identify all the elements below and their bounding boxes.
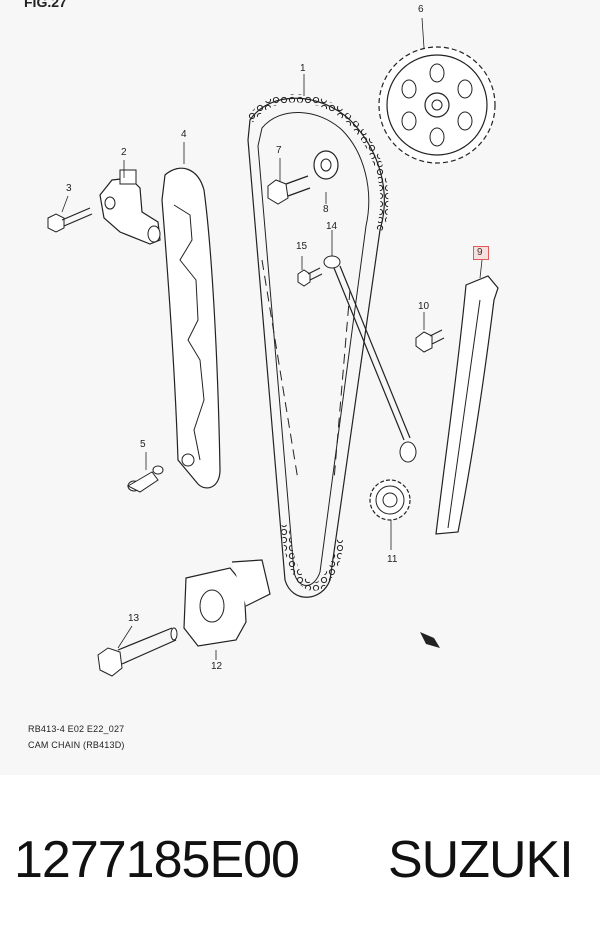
chain-guide-9 — [435, 275, 499, 535]
callout-11: 11 — [387, 554, 398, 565]
callout-8: 8 — [323, 204, 329, 215]
part-number: 1277185E00 — [14, 831, 300, 889]
crank-sprocket-11 — [369, 479, 411, 521]
bolt-7 — [267, 175, 311, 205]
callout-15: 15 — [296, 241, 308, 252]
callout-9-highlight — [473, 246, 489, 260]
tensioner-housing-12 — [183, 559, 271, 647]
cam-sprocket-6 — [378, 46, 496, 164]
diagram-title: CAM CHAIN (RB413D) — [28, 740, 125, 750]
front-arrow-icon — [420, 632, 440, 648]
bolt-10 — [415, 329, 445, 353]
footer — [0, 775, 600, 932]
callout-13: 13 — [128, 613, 140, 624]
callout-3: 3 — [66, 183, 72, 194]
callout-5: 5 — [140, 439, 146, 450]
chain-tensioner-4 — [161, 167, 221, 489]
link-rod-14 — [323, 255, 417, 463]
bolt-3 — [47, 207, 93, 233]
callout-6: 6 — [418, 4, 424, 15]
callout-2: 2 — [121, 147, 127, 158]
pin-5 — [126, 465, 164, 493]
callout-1: 1 — [300, 63, 306, 74]
callout-7: 7 — [276, 145, 282, 156]
diagram-drawing — [47, 17, 499, 677]
callout-9: 9 — [477, 247, 483, 258]
tensioner-adjuster-2 — [99, 169, 161, 245]
washer-8 — [313, 150, 339, 180]
parts-diagram: FIG.27 1 2 3 4 5 6 7 8 9 10 11 12 13 14 … — [24, 0, 499, 750]
callout-12: 12 — [211, 661, 223, 672]
cam-chain-1 — [246, 94, 389, 598]
diagram-code: RB413-4 E02 E22_027 — [28, 724, 125, 734]
figure-label: FIG.27 — [24, 0, 67, 10]
bolt-15 — [297, 267, 323, 287]
callout-10: 10 — [418, 301, 430, 312]
bolt-13 — [97, 627, 178, 677]
brand-name: SUZUKI — [388, 831, 574, 889]
callout-4: 4 — [181, 129, 187, 140]
callout-14: 14 — [326, 221, 338, 232]
leader-lines — [61, 17, 483, 660]
